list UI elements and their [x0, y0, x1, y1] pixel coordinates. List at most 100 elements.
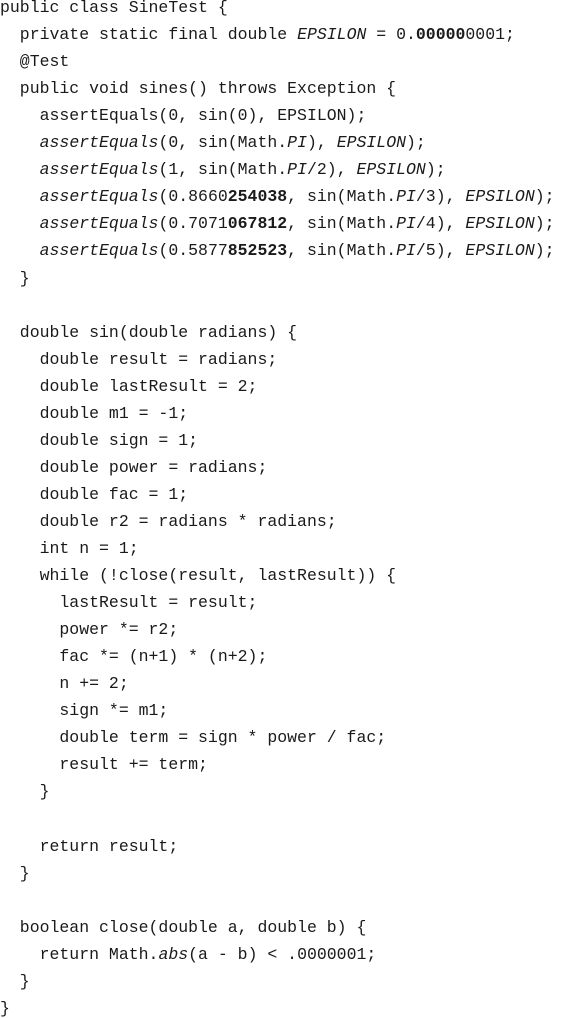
code-token: public void sines() throws Exception {	[0, 79, 397, 99]
code-token: double lastResult = 2;	[0, 376, 258, 396]
code-token-italic: EPSILON	[465, 241, 535, 261]
code-line: double lastResult = 2;	[0, 376, 258, 406]
code-token: );	[406, 133, 426, 153]
code-token-italic: EPSILON	[465, 214, 535, 234]
code-line: double term = sign * power / fac;	[0, 730, 386, 757]
code-token: (a - b) < .0000001;	[188, 944, 377, 964]
code-token: );	[534, 241, 555, 261]
code-line: n += 2;	[0, 674, 129, 703]
code-token-italic: EPSILON	[465, 187, 535, 207]
code-token-italic: assertEquals	[39, 133, 159, 153]
code-line: int n = 1;	[0, 539, 139, 568]
code-token: private static final double	[0, 25, 298, 45]
code-line: lastResult = result;	[0, 593, 258, 622]
code-token: , sin(Math.	[287, 214, 397, 234]
code-token	[0, 187, 40, 206]
code-token: n += 2;	[0, 674, 129, 694]
code-token: lastResult = result;	[0, 593, 258, 613]
code-token: double term = sign * power / fac;	[0, 728, 387, 748]
code-line: assertEquals(0.8660254038, sin(Math.PI/3…	[0, 189, 555, 216]
code-token: = 0.	[366, 25, 416, 45]
code-token: assertEquals(0, sin(0), EPSILON);	[0, 106, 367, 126]
code-token	[0, 133, 40, 152]
code-line: power *= r2;	[0, 620, 179, 649]
code-token: double m1 = -1;	[0, 403, 189, 423]
code-line: return result;	[0, 838, 179, 866]
code-token: }	[0, 998, 10, 1018]
code-token-italic: EPSILON	[336, 133, 407, 153]
code-token: public class SineTest {	[0, 0, 228, 17]
code-token: power *= r2;	[0, 620, 179, 640]
code-token: }	[0, 863, 30, 883]
code-token: );	[534, 187, 555, 207]
code-token: }	[0, 268, 30, 288]
code-line: double fac = 1;	[0, 484, 189, 514]
code-line: assertEquals(1, sin(Math.PI/2), EPSILON)…	[0, 162, 446, 189]
code-line: double r2 = radians * radians;	[0, 511, 337, 541]
code-token: , sin(Math.	[287, 241, 397, 261]
code-line: boolean close(double a, double b) {	[0, 919, 367, 947]
code-line: public void sines() throws Exception {	[0, 79, 397, 108]
code-token: /2),	[306, 160, 357, 180]
code-line: double sign = 1;	[0, 430, 199, 460]
code-line: while (!close(result, lastResult)) {	[0, 567, 396, 595]
code-token-italic: EPSILON	[297, 25, 367, 45]
code-token-bold: 852523	[227, 241, 288, 261]
code-token: sign *= m1;	[0, 701, 169, 721]
code-token: /3),	[415, 187, 466, 207]
code-token-italic: PI	[396, 187, 416, 207]
code-token-bold: 254038	[227, 187, 288, 207]
code-token: (0.5877	[158, 241, 228, 261]
code-token-italic: PI	[396, 241, 416, 261]
code-line: double result = radians;	[0, 349, 278, 379]
code-token: double power = radians;	[0, 457, 268, 477]
code-token-italic: PI	[396, 214, 416, 234]
code-token: /5),	[415, 241, 466, 261]
code-token: , sin(Math.	[287, 187, 397, 207]
code-token: /4),	[415, 214, 466, 234]
code-line: double power = radians;	[0, 457, 268, 487]
code-line: assertEquals(0.7071067812, sin(Math.PI/4…	[0, 216, 555, 243]
code-line: }	[0, 863, 30, 893]
code-token-italic: assertEquals	[39, 160, 159, 180]
code-token: double r2 = radians * radians;	[0, 511, 337, 531]
code-token: fac *= (n+1) * (n+2);	[0, 647, 268, 667]
code-line: assertEquals(0.5877852523, sin(Math.PI/5…	[0, 243, 555, 270]
code-token-italic: PI	[287, 133, 307, 153]
code-token-italic: PI	[287, 160, 307, 180]
code-line: result += term;	[0, 757, 208, 784]
code-line: public class SineTest {	[0, 0, 228, 27]
code-token: 0001;	[465, 25, 515, 45]
code-token: double fac = 1;	[0, 484, 189, 504]
code-token: double sign = 1;	[0, 430, 199, 450]
code-token: (0, sin(Math.	[158, 133, 288, 153]
code-token-italic: abs	[158, 944, 189, 964]
code-token: }	[0, 971, 30, 991]
code-line: sign *= m1;	[0, 703, 168, 730]
code-token	[0, 241, 40, 260]
code-token-italic: assertEquals	[39, 187, 159, 207]
code-line: double m1 = -1;	[0, 403, 189, 433]
code-token-bold: 00000	[415, 25, 466, 45]
code-token: (0.7071	[158, 214, 228, 234]
code-line: fac *= (n+1) * (n+2);	[0, 647, 268, 676]
code-token: ),	[306, 133, 337, 153]
code-token: return Math.	[0, 944, 159, 964]
code-token: int n = 1;	[0, 539, 139, 558]
code-line: private static final double EPSILON = 0.…	[0, 25, 515, 54]
code-line: }	[0, 784, 50, 811]
code-line: }	[0, 998, 10, 1018]
code-line: assertEquals(0, sin(Math.PI), EPSILON);	[0, 135, 426, 162]
code-token	[0, 160, 40, 179]
code-line: }	[0, 268, 30, 298]
code-token-italic: assertEquals	[39, 214, 159, 234]
code-token: (1, sin(Math.	[158, 160, 288, 180]
code-token: (0.8660	[158, 187, 228, 207]
code-token-bold: 067812	[227, 214, 288, 234]
code-token: double result = radians;	[0, 349, 278, 369]
code-line: assertEquals(0, sin(0), EPSILON);	[0, 106, 367, 135]
code-line: double sin(double radians) {	[0, 324, 297, 352]
code-token: result += term;	[0, 755, 208, 775]
code-line: return Math.abs(a - b) < .0000001;	[0, 944, 377, 974]
code-token: @Test	[0, 52, 70, 72]
